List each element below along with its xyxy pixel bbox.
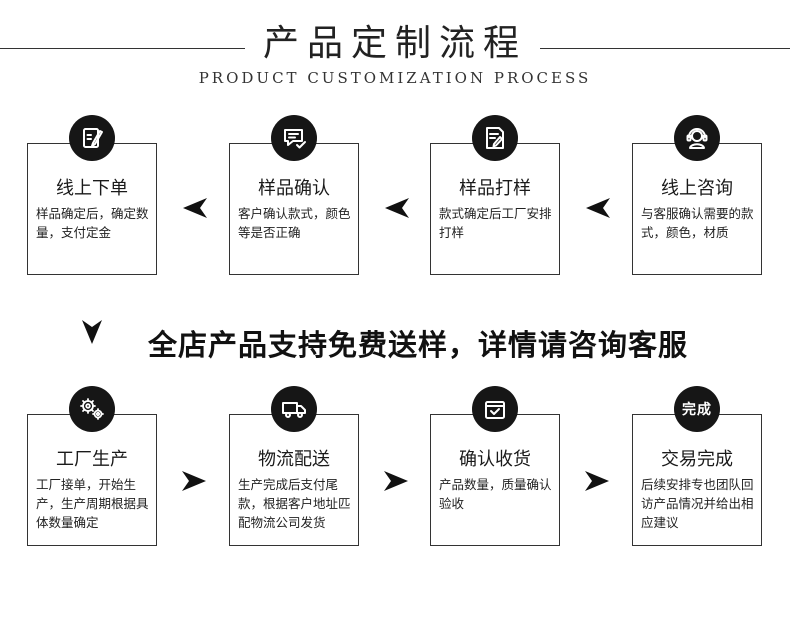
step-desc: 款式确定后工厂安排打样 (439, 206, 552, 240)
title-line-left (0, 48, 245, 49)
step-desc: 后续安排专也团队回访产品情况并给出相应建议 (641, 477, 754, 530)
step-title: 确认收货 (459, 449, 531, 470)
package-check-icon (472, 386, 518, 432)
free-sample-notice: 全店产品支持免费送样，详情请咨询客服 (148, 328, 689, 362)
step-card-deal-complete: 交易完成 后续安排专也团队回访产品情况并给出相应建议 (632, 414, 762, 546)
flow-arrow-left-icon (586, 198, 610, 218)
gears-icon (69, 386, 115, 432)
step-title: 交易完成 (661, 449, 733, 470)
step-card-factory-production: 工厂生产 工厂接单，开始生产，生产周期根据具体数量确定 (27, 414, 157, 546)
complete-badge-text: 完成 (682, 402, 712, 418)
step-title: 物流配送 (258, 449, 330, 470)
flow-arrow-down-icon (82, 320, 102, 344)
step-card-logistics: 物流配送 生产完成后支付尾款，根据客户地址匹配物流公司发货 (229, 414, 359, 546)
title-line-right (540, 48, 790, 49)
step-desc: 样品确定后，确定数量，支付定金 (36, 206, 149, 240)
document-edit-icon (472, 115, 518, 161)
flow-arrow-left-icon (183, 198, 207, 218)
step-title: 样品打样 (459, 178, 531, 199)
complete-badge-icon: 完成 (674, 386, 720, 432)
headset-support-icon (674, 115, 720, 161)
step-desc: 客户确认款式，颜色等是否正确 (238, 206, 351, 240)
step-title: 样品确认 (258, 178, 330, 199)
step-desc: 与客服确认需要的款式，颜色，材质 (641, 206, 754, 240)
step-card-online-consult: 线上咨询 与客服确认需要的款式，颜色，材质 (632, 143, 762, 275)
flow-arrow-right-icon (182, 471, 206, 491)
step-desc: 工厂接单，开始生产，生产周期根据具体数量确定 (36, 477, 149, 530)
step-card-order-online: 线上下单 样品确定后，确定数量，支付定金 (27, 143, 157, 275)
step-title: 工厂生产 (56, 449, 128, 470)
step-card-sample-making: 样品打样 款式确定后工厂安排打样 (430, 143, 560, 275)
flow-arrow-left-icon (385, 198, 409, 218)
page-title: 产品定制流程 (262, 23, 527, 64)
page-subtitle: PRODUCT CUSTOMIZATION PROCESS (198, 69, 592, 87)
message-check-icon (271, 115, 317, 161)
flow-arrow-right-icon (585, 471, 609, 491)
step-card-sample-confirm: 样品确认 客户确认款式，颜色等是否正确 (229, 143, 359, 275)
edit-note-icon (69, 115, 115, 161)
step-desc: 生产完成后支付尾款，根据客户地址匹配物流公司发货 (238, 477, 351, 530)
step-title: 线上下单 (56, 178, 128, 199)
step-desc: 产品数量，质量确认验收 (439, 477, 552, 511)
delivery-truck-icon (271, 386, 317, 432)
step-card-confirm-receipt: 确认收货 产品数量，质量确认验收 (430, 414, 560, 546)
step-title: 线上咨询 (661, 178, 733, 199)
flow-arrow-right-icon (384, 471, 408, 491)
